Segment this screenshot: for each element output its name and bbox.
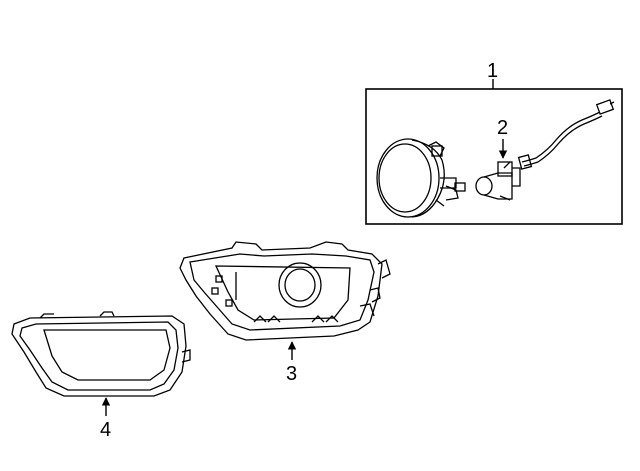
fog-lamp-assembly-group: 1 2	[365, 60, 623, 225]
callout-1: 1	[487, 60, 498, 82]
bulb	[475, 161, 521, 201]
wiring-harness	[517, 99, 615, 170]
fog-lamp-body	[376, 138, 466, 218]
lower-cover	[11, 311, 191, 397]
callout-4: 4	[100, 419, 111, 441]
callout-2: 2	[497, 117, 508, 139]
bezel-frame	[179, 241, 391, 341]
assembly-box	[365, 88, 623, 225]
callout-3: 3	[286, 363, 297, 385]
